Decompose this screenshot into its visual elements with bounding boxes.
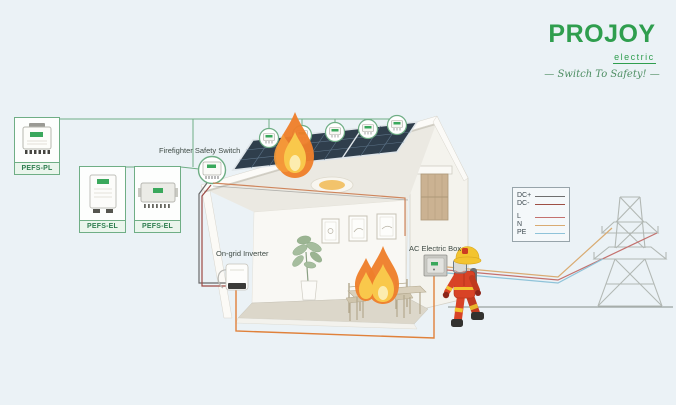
- wall-switch-glyph: [89, 174, 116, 213]
- dc-plus-wire: [198, 182, 228, 284]
- gable-window: [420, 173, 449, 221]
- legend-line-pe: [535, 232, 565, 234]
- transmission-tower: [592, 196, 668, 307]
- legend-line-dc-plus: [535, 195, 565, 197]
- device-box-pefs-pl: PEFS-PL: [14, 117, 60, 175]
- safety-switch-main: [197, 155, 227, 185]
- pefs-el-2-device-image: [135, 167, 180, 220]
- wire-legend: DC+ DC- L N PE: [512, 187, 570, 242]
- brand-sub: electric: [613, 52, 656, 64]
- wall-pictures: [321, 213, 397, 244]
- brand-tagline: — Switch To Safety! —: [544, 69, 660, 80]
- grid-wires: [446, 227, 658, 284]
- projoy-logo: PROJOY electric — Switch To Safety! —: [536, 20, 668, 81]
- pefs-pl-device-image: [15, 118, 59, 162]
- wiring: [198, 182, 435, 339]
- dc-string-wire: [212, 182, 406, 236]
- window-cornice: [416, 165, 453, 175]
- legend-line-n: [535, 224, 565, 226]
- ac-electric-box-device: [423, 254, 448, 277]
- legend-line-l: [535, 216, 565, 218]
- potted-plant: [292, 235, 323, 301]
- label-ac-electric-box: AC Electric Box: [409, 244, 462, 253]
- connection-box-glyph: [137, 182, 178, 208]
- device-box-pefs-el-2: PEFS-EL: [134, 166, 181, 233]
- flame-room: [355, 246, 399, 304]
- inverter-device: [217, 263, 249, 291]
- device-box-pefs-el-1: PEFS-EL: [79, 166, 126, 233]
- label-firefighter-safety-switch: Firefighter Safety Switch: [159, 146, 241, 155]
- dc-minus-wire: [201, 184, 228, 287]
- firefighter: [442, 246, 484, 327]
- legend-label-pe: PE: [517, 229, 527, 236]
- legend-label-n: N: [517, 221, 523, 228]
- pefs-pl-label: PEFS-PL: [15, 162, 59, 174]
- pefs-el-1-label: PEFS-EL: [80, 220, 125, 232]
- right-rake-board: [432, 115, 469, 182]
- flame-roof: [274, 112, 314, 178]
- ac-floor-wire: [235, 276, 435, 339]
- wire-l: [446, 232, 658, 281]
- legend-label-l: L: [517, 213, 521, 220]
- legend-line-dc-minus: [535, 203, 565, 205]
- pefs-el-2-label: PEFS-EL: [135, 220, 180, 232]
- brand-name: PROJOY: [548, 20, 656, 48]
- legend-label-dc-minus: DC-: [517, 200, 530, 207]
- ceiling-lamp: [310, 176, 354, 194]
- label-on-grid-inverter: On-grid Inverter: [216, 249, 269, 258]
- wire-n: [446, 227, 613, 278]
- wire-pe: [446, 258, 604, 284]
- pefs-el-1-device-image: [80, 167, 125, 220]
- legend-label-dc-plus: DC+: [517, 192, 532, 199]
- rapid-shutdown-glyph: [22, 123, 52, 154]
